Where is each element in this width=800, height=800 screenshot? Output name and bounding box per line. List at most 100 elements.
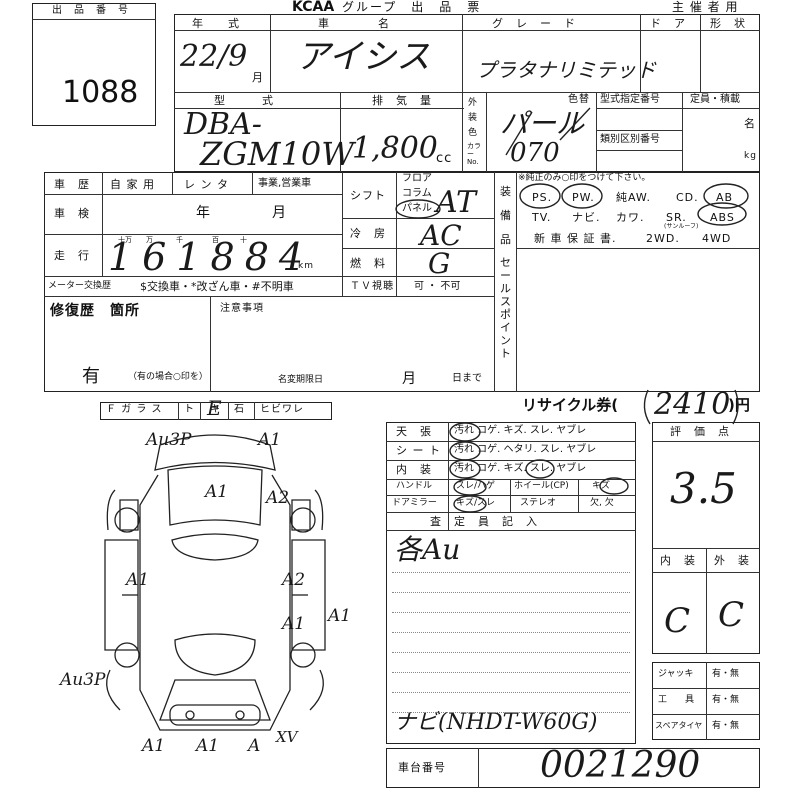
mileage-unit-10: 十 <box>240 236 247 244</box>
equip-ab[interactable]: AB <box>716 191 734 204</box>
damage-mark: A1 <box>205 482 229 502</box>
cond-row-interior-label: 内 装 <box>396 463 432 476</box>
shift-option-column[interactable]: コラム <box>402 188 432 199</box>
damage-mark: A1 <box>258 430 282 450</box>
mileage-unit-10k: 万 <box>146 236 153 244</box>
tv-value: 可 ・ 不可 <box>414 281 461 292</box>
cond-handle-opt1: スレ/ハゲ <box>456 481 496 491</box>
tv-label: ＴＶ視聴 <box>350 281 394 292</box>
top-info-box <box>174 14 760 172</box>
cond-mirror-opt3: 欠, 欠 <box>590 498 614 508</box>
shift-value: AT <box>436 185 477 220</box>
score-value: 3.5 <box>670 464 737 513</box>
equip-aw[interactable]: 純AW. <box>616 191 652 204</box>
color-code: 070 <box>510 138 560 168</box>
color-side-label: 外装色 <box>468 98 478 138</box>
condition-box <box>386 422 636 744</box>
equip-navi[interactable]: ナビ. <box>572 211 601 224</box>
year-value: 22/9 <box>180 39 248 74</box>
chassis-box <box>386 748 760 788</box>
equip-tv[interactable]: TV. <box>532 211 552 224</box>
car-name-value: アイシス <box>296 37 431 77</box>
equip-cd[interactable]: CD. <box>676 191 699 204</box>
meter-label: メーター交換歴 <box>48 281 112 291</box>
damage-mark: A1 <box>328 606 352 626</box>
ac-value: AC <box>420 219 462 252</box>
displacement-unit: cc <box>436 151 453 166</box>
color-change-label: 色替 <box>568 94 590 105</box>
equip-leather[interactable]: カワ. <box>616 211 645 224</box>
tool-tools-label: 工 具 <box>658 695 695 705</box>
inspection-label: 車 検 <box>54 207 90 220</box>
inspection-month: 月 <box>272 205 287 221</box>
car-name-label: 車 名 <box>318 17 390 30</box>
history-option-rental[interactable]: レ ン タ <box>184 178 229 191</box>
equip-warranty[interactable]: 新 車 保 証 書. <box>534 232 617 245</box>
equip-2wd[interactable]: 2WD. <box>646 232 680 245</box>
mileage-unit: km <box>298 261 314 271</box>
equip-abs[interactable]: ABS <box>710 211 735 224</box>
recycle-unit: )円 <box>728 396 750 414</box>
transfer-month: 月 <box>402 371 417 387</box>
history-option-private[interactable]: 自 家 用 <box>110 178 155 191</box>
group-title: グループ 出 品 票 <box>342 0 482 14</box>
mileage-unit-100k: 十万 <box>118 236 132 244</box>
cond-row-seat-label: シ ー ト <box>396 444 441 457</box>
equip-sunroof-note: (サンルーフ) <box>664 223 699 230</box>
fuel-label: 燃 料 <box>350 257 386 270</box>
damage-mark: A1 <box>282 614 306 634</box>
mileage-unit-1k: 千 <box>176 236 183 244</box>
damage-mark: Au3P <box>146 430 192 450</box>
damage-mark: A1 <box>196 736 220 756</box>
history-option-business[interactable]: 事業,営業車 <box>258 178 312 189</box>
cond-mirror-label: ドアミラー <box>392 498 437 508</box>
cond-row-ceiling-opts: 汚れ コゲ. キズ. スレ. ヤブレ <box>454 425 587 436</box>
cond-handle-label: ハンドル <box>396 481 433 491</box>
year-month-unit: 月 <box>252 71 264 84</box>
shape-label: 形 状 <box>710 17 746 30</box>
glass-circled-mark: E <box>207 396 222 420</box>
shift-option-panel[interactable]: パネル <box>402 203 432 214</box>
color-no-label: カラーNo. <box>467 142 481 166</box>
equip-pw[interactable]: PW. <box>572 191 595 204</box>
mileage-label: 走 行 <box>54 249 90 262</box>
glass-opt-crack[interactable]: ヒビワレ <box>260 404 304 415</box>
recycle-label: リサイクル券( <box>522 396 619 414</box>
damage-mark: A1 <box>126 570 150 590</box>
shift-option-floor[interactable]: フロア <box>402 173 432 184</box>
year-label: 年 式 <box>192 17 240 30</box>
equip-4wd[interactable]: 4WD <box>702 232 732 245</box>
model-code-line1: DBA- <box>184 107 262 142</box>
inspection-year: 年 <box>196 205 211 221</box>
type-spec-label: 型式指定番号 <box>600 94 660 105</box>
cond-row-ceiling-label: 天 張 <box>396 425 432 438</box>
displacement-value: 1,800 <box>352 131 438 166</box>
glass-opt-stone[interactable]: 石 <box>234 404 245 415</box>
color-value: パール <box>500 107 585 140</box>
sales-point-label: セールスポイント <box>500 256 512 360</box>
vehicle-detail-box <box>44 172 760 392</box>
repair-value: 有 <box>82 366 101 387</box>
equip-sr[interactable]: SR. <box>666 211 687 224</box>
recycle-value: 2410 <box>654 387 731 422</box>
cond-row-interior-opts: 汚れ コゲ. キズ. スレ. ヤブレ <box>454 463 587 474</box>
glass-label: Ｆ ガ ラ ス <box>106 404 163 415</box>
equip-ps[interactable]: PS. <box>532 191 553 204</box>
glass-opt-to[interactable]: ト <box>184 404 195 415</box>
mileage-unit-100: 百 <box>212 236 219 244</box>
organizer-label: 主 催 者 用 <box>672 0 739 14</box>
model-code-label: 型 式 <box>214 94 274 107</box>
cond-mirror-opt1: キズ/スレ <box>456 498 496 508</box>
chassis-label: 車台番号 <box>398 761 446 774</box>
tool-spare-value: 有・無 <box>712 721 740 731</box>
grade-label: グ レ ー ド <box>492 17 576 30</box>
tool-spare-label: スペアタイヤ <box>655 721 703 730</box>
damage-mark: Au3P <box>60 670 106 690</box>
exterior-grade-label: 外 装 <box>714 554 750 567</box>
glass-opt-ki[interactable]: キ <box>210 404 221 415</box>
inspector-note1: 各Au <box>394 533 461 566</box>
interior-grade-label: 内 装 <box>660 554 696 567</box>
damage-mark: XV <box>276 728 298 746</box>
lot-number: 1088 <box>62 75 139 110</box>
